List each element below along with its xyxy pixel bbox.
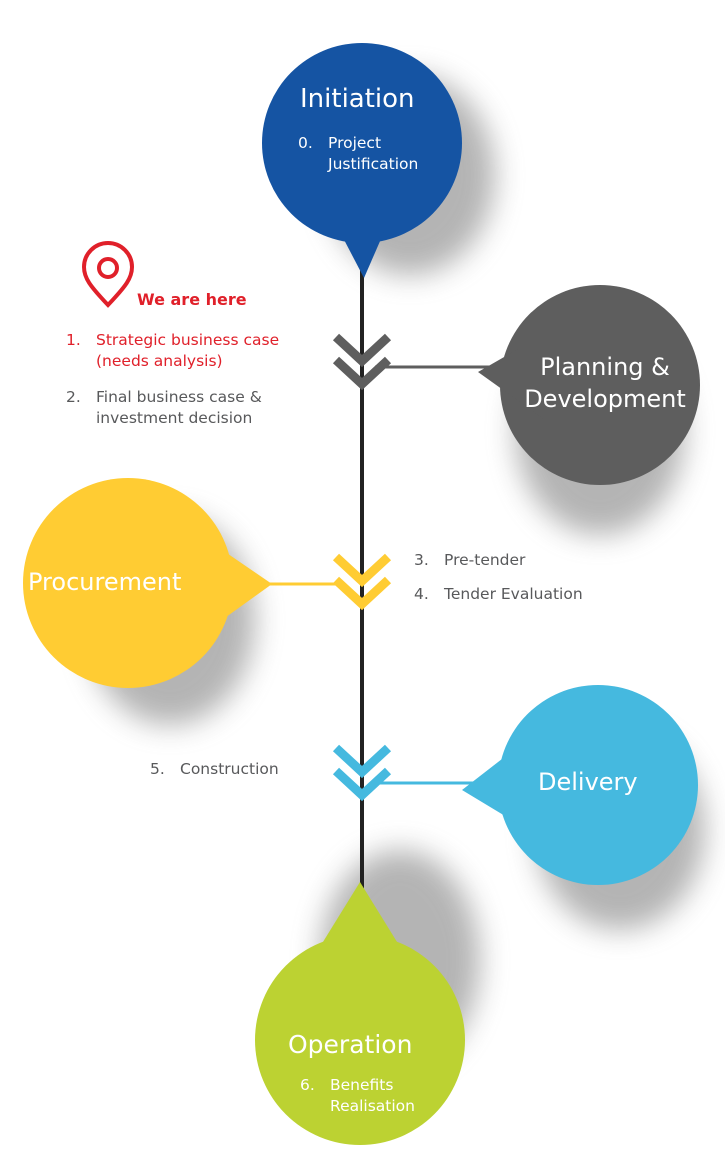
- operation-bubble: [255, 882, 465, 1145]
- operation-title: Operation: [288, 1030, 413, 1059]
- we-are-here-label: We are here: [137, 290, 247, 309]
- step-number: 1.: [66, 331, 81, 349]
- procurement-chevron-icon: [332, 553, 392, 611]
- initiation-bubble: [262, 43, 462, 278]
- step-0: 0. Project Justification: [298, 133, 418, 175]
- step-text: Pre-tender: [444, 551, 526, 569]
- step-text: Project: [328, 134, 382, 152]
- step-6: 6. Benefits Realisation: [300, 1075, 415, 1117]
- procurement-bubble: [23, 478, 272, 688]
- step-5: 5. Construction: [150, 759, 279, 780]
- planning-title-line2: Development: [524, 385, 686, 413]
- step-2: 2. Final business case & investment decis…: [66, 387, 262, 429]
- step-text: Tender Evaluation: [444, 585, 583, 603]
- delivery-title: Delivery: [538, 768, 638, 796]
- delivery-bubble: [462, 685, 698, 885]
- step-text-continued: Realisation: [330, 1097, 415, 1115]
- planning-bubble: [478, 285, 700, 485]
- step-number: 0.: [298, 134, 313, 152]
- step-text: Final business case &: [96, 388, 262, 406]
- step-text-continued: Justification: [328, 155, 419, 173]
- initiation-title: Initiation: [300, 84, 415, 114]
- location-pin-icon: [81, 241, 135, 308]
- step-text-continued: investment decision: [96, 409, 253, 427]
- step-text: Benefits: [330, 1076, 394, 1094]
- step-number: 4.: [414, 585, 429, 603]
- step-4: 4. Tender Evaluation: [414, 584, 583, 605]
- step-1: 1. Strategic business case (needs analysi…: [66, 330, 279, 372]
- step-text: Construction: [180, 760, 279, 778]
- step-number: 6.: [300, 1076, 315, 1094]
- step-number: 2.: [66, 388, 81, 406]
- step-number: 5.: [150, 760, 165, 778]
- planning-chevron-icon: [332, 333, 392, 391]
- step-text-continued: (needs analysis): [96, 352, 223, 370]
- step-text: Strategic business case: [96, 331, 280, 349]
- procurement-title: Procurement: [28, 568, 182, 596]
- planning-title: Planning & Development: [515, 351, 695, 415]
- delivery-chevron-icon: [332, 744, 392, 802]
- planning-title-line1: Planning &: [540, 353, 670, 381]
- step-number: 3.: [414, 551, 429, 569]
- step-3: 3. Pre-tender: [414, 550, 525, 571]
